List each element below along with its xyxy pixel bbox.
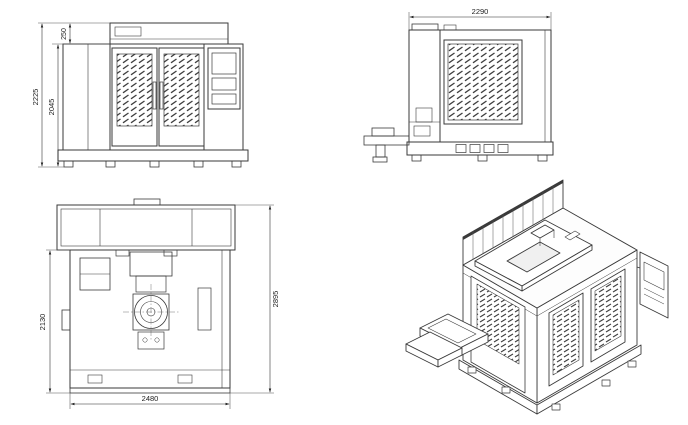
cabinet-body [408,29,552,143]
rear-enclosure-wall [462,179,564,266]
side-handle [61,309,71,331]
front-machine [57,22,249,168]
dim-overall-width: 2480 [142,394,159,403]
machine-base [69,387,231,394]
louver-vent [447,43,519,121]
base-platform [458,344,642,415]
panel-keypad [211,77,237,91]
work-table [363,127,410,163]
top-step [411,23,439,31]
dim-overall-height: 2225 [31,89,40,106]
bed-table [56,198,236,257]
panel-screen [211,52,237,75]
louver-doors [111,47,205,147]
dim-body-width: 2130 [38,314,47,331]
side-machine [363,23,554,163]
louver-vent-right [163,53,200,127]
top-cover-slab [474,219,593,292]
door-handle [152,81,157,110]
iso-machine [405,179,669,415]
front-dimension-lines [38,22,110,168]
plan-view: 2130 2895 2480 [38,198,280,409]
door-handle [159,81,164,110]
control-pendant [636,251,669,319]
dim-overall-depth: 2290 [472,7,489,16]
chip-tray-steps [405,313,489,368]
side-dimension-lines [408,12,552,30]
machine-feet [63,160,242,168]
louver-vent [594,275,622,352]
louver-vent [552,299,580,376]
plan-machine [56,198,236,394]
spindle-assembly [123,251,179,350]
louver-vent [476,283,520,365]
cabinet-body [69,249,231,389]
louver-panel [443,39,523,125]
isometric-view [405,179,669,415]
machine-feet [411,154,548,162]
bottom-vents [455,144,509,153]
dim-body-height: 2045 [47,99,56,116]
control-panel [207,47,241,110]
front-view: 2225 2045 250 [31,22,249,168]
dim-overall-length: 2895 [271,291,280,308]
leveling-feet [467,360,637,411]
side-view: 2290 [363,7,554,163]
plan-dimension-lines [46,204,274,409]
right-louver-doors [536,257,638,387]
louver-vent-left [116,53,153,127]
dim-cover-height: 250 [61,28,68,40]
spindle-head [530,224,555,239]
top-cover [109,22,229,45]
pendant-screen [643,261,665,291]
machine-base [57,149,249,162]
